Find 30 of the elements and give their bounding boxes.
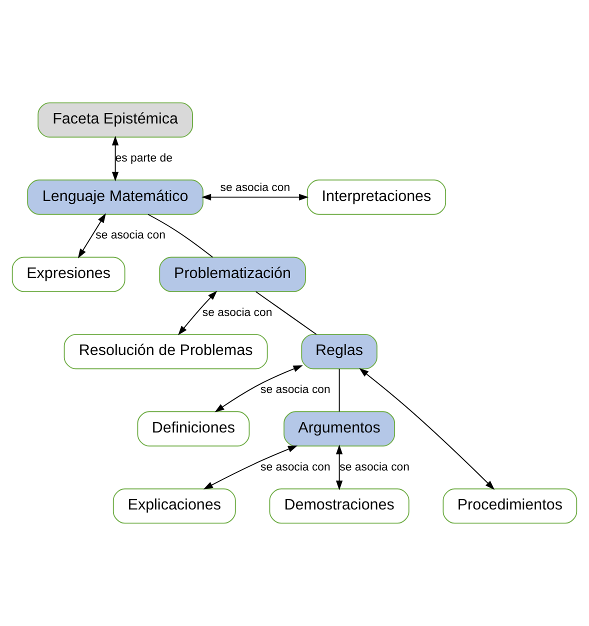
node-box: Demostraciones: [269, 488, 410, 524]
edge-label: se asocia con: [260, 384, 330, 396]
arrow: [336, 444, 343, 490]
node-box: Resolución de Problemas: [64, 334, 268, 370]
node-box: Argumentos: [284, 411, 396, 446]
arrow: [78, 213, 106, 258]
arrow: [112, 136, 119, 182]
arrow: [214, 365, 303, 412]
arrow: [178, 290, 218, 336]
node-box: Definiciones: [137, 411, 250, 446]
node-box: Faceta Epistémica: [38, 102, 193, 138]
edge-label: se asocia con: [202, 306, 272, 319]
node-box: Interpretaciones: [306, 180, 446, 215]
connector: [148, 214, 214, 258]
edge-label: se asocia con: [340, 461, 410, 474]
node-box: Explicaciones: [112, 488, 236, 524]
arrow: [202, 194, 309, 201]
connector: [338, 368, 340, 412]
node-box: Procedimientos: [442, 488, 578, 524]
arrow: [359, 368, 495, 490]
edge-label: es parte de: [115, 152, 172, 165]
node-box: Lenguaje Matemático: [27, 180, 204, 215]
connector: [255, 291, 317, 335]
edge-label: se asocia con: [220, 182, 290, 194]
node-box: Expresiones: [12, 256, 126, 292]
arrow: [203, 445, 298, 490]
node-box: Problematización: [159, 256, 306, 292]
edge-label: se asocia con: [260, 461, 330, 474]
node-box: Reglas: [301, 334, 378, 370]
edge-label: se asocia con: [96, 230, 166, 242]
